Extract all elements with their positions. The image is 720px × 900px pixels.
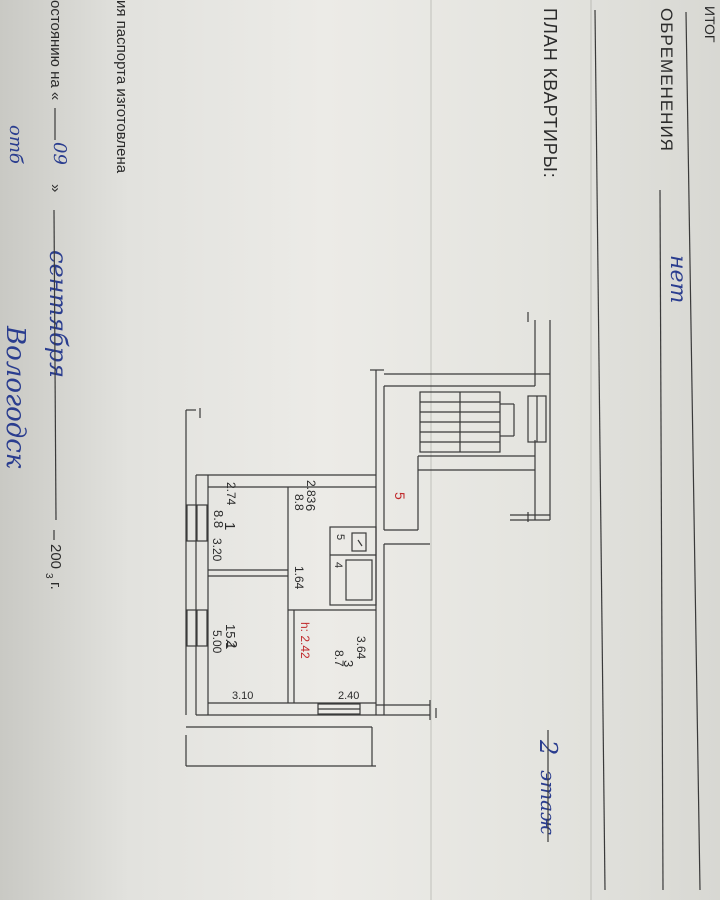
header-line <box>594 9 606 891</box>
room6-dim-side: 1.64 <box>292 566 306 590</box>
room5-number: 5 <box>334 534 346 541</box>
room3-dim-top: 3.64 <box>354 636 368 660</box>
encumbrance-underline <box>659 189 664 891</box>
room3-dim-bottom: 2.40 <box>338 690 360 702</box>
paper-fold <box>590 0 592 900</box>
paper-fold <box>430 0 432 900</box>
room6-area: 8.8 <box>292 494 306 511</box>
room4-number: 4 <box>332 562 344 569</box>
room2-area: 15.1 <box>223 624 238 650</box>
room1-dim-side: 3.20 <box>210 538 224 562</box>
bathroom <box>329 526 377 606</box>
bathtub <box>345 559 373 601</box>
room2-dim-bottom: 3.10 <box>232 690 254 702</box>
toilet <box>351 532 367 552</box>
room1-dim-top: 2.74 <box>224 482 238 506</box>
room2-dim-side: 5.00 <box>210 630 224 654</box>
ceiling-height: h: 2.42 <box>298 622 312 659</box>
room6-dim-top: 2.83 <box>304 480 318 504</box>
room3-area: 8.7 <box>332 650 346 667</box>
room1-area: 8.8 <box>211 510 226 529</box>
header-line <box>685 11 701 891</box>
date-underline <box>53 209 57 521</box>
red-mark: 5 <box>392 492 408 500</box>
